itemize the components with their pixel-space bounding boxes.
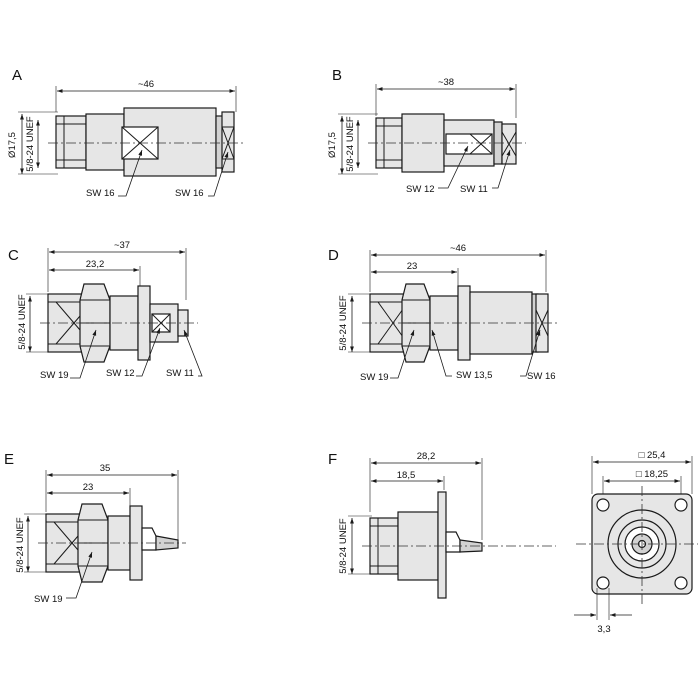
view-c-length: ~37 <box>114 240 130 251</box>
view-c-label: C <box>8 247 19 264</box>
view-d-thread: 5/8-24 UNEF <box>338 295 349 351</box>
view-a: A ~46 Ø17,5 5/8-24 UNEF SW 16 SW 16 <box>7 67 246 199</box>
view-d: D ~46 23 5/8-24 UNEF SW 19 SW 13,5 SW 16 <box>328 243 560 383</box>
view-a-thread: 5/8-24 UNEF <box>25 116 36 172</box>
view-f-label: F <box>328 451 337 468</box>
view-f-inner: 18,5 <box>397 470 416 481</box>
view-b-diameter: Ø17,5 <box>327 132 338 158</box>
view-f: F 28,2 18,5 5/8-24 UNEF □ 25,4 □ 18,25 <box>328 450 698 635</box>
view-c-thread: 5/8-24 UNEF <box>17 294 28 350</box>
view-c-sw3: SW 11 <box>166 368 194 379</box>
view-b-thread: 5/8-24 UNEF <box>345 116 356 172</box>
view-e-thread: 5/8-24 UNEF <box>15 517 26 573</box>
view-f-length: 28,2 <box>417 451 436 462</box>
view-e: E 35 23 5/8-24 UNEF SW 19 <box>4 451 186 605</box>
view-a-length: ~46 <box>138 79 154 90</box>
view-b-sw2: SW 11 <box>460 184 488 195</box>
view-a-label: A <box>12 67 22 84</box>
view-f-flange <box>437 491 447 599</box>
view-d-sw2: SW 13,5 <box>456 370 492 381</box>
view-c-sw2: SW 12 <box>106 368 135 379</box>
view-a-mid-body <box>85 113 125 171</box>
view-d-sw1: SW 19 <box>360 372 389 383</box>
view-a-front-nut <box>55 115 87 169</box>
view-e-label: E <box>4 451 14 468</box>
view-b-length: ~38 <box>438 77 454 88</box>
view-f-thread: 5/8-24 UNEF <box>338 518 349 574</box>
view-d-inner: 23 <box>407 261 418 272</box>
view-f-square-outer: □ 25,4 <box>639 450 666 461</box>
view-b: B ~38 Ø17,5 5/8-24 UNEF SW 12 SW 11 <box>327 67 526 195</box>
view-b-label: B <box>332 67 342 84</box>
view-c-sw1: SW 19 <box>40 370 69 381</box>
view-f-front-flange: □ 25,4 □ 18,25 3,3 <box>574 450 698 635</box>
view-a-sw1: SW 16 <box>86 188 115 199</box>
view-d-length: ~46 <box>450 243 466 254</box>
view-f-square-inner: □ 18,25 <box>636 469 668 480</box>
view-e-sw1: SW 19 <box>34 594 63 605</box>
view-d-label: D <box>328 247 339 264</box>
view-e-length: 35 <box>100 463 111 474</box>
view-b-sw1: SW 12 <box>406 184 435 195</box>
view-e-inner: 23 <box>83 482 94 493</box>
view-c-inner: 23,2 <box>86 259 105 270</box>
view-c: C ~37 23,2 5/8-24 UNEF SW 19 SW 12 SW 11 <box>8 240 203 381</box>
view-d-sw3: SW 16 <box>527 371 556 382</box>
view-a-sw2: SW 16 <box>175 188 204 199</box>
view-a-diameter: Ø17,5 <box>7 132 18 158</box>
view-f-hole-dim: 3,3 <box>597 624 610 635</box>
